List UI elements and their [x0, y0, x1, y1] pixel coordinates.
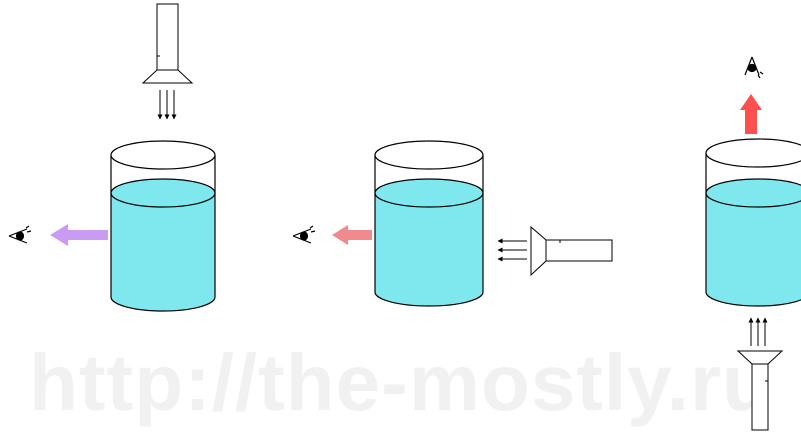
beaker-rim-left [110, 140, 216, 170]
liquid-surface-middle [374, 178, 484, 208]
flashlight-right [530, 225, 613, 277]
left-panel [8, 3, 216, 312]
eye-middle-icon [292, 225, 316, 244]
beaker-left [110, 140, 216, 312]
beaker-rim-middle [374, 140, 484, 170]
right-panel [705, 56, 801, 431]
eye-left-icon [8, 225, 32, 244]
liquid-surface-left [110, 178, 216, 208]
watermark-text: http://the-mostly.ru [29, 338, 772, 427]
eye-top-icon [744, 56, 764, 79]
beaker-right [705, 138, 801, 307]
flashlight-top [141, 3, 194, 84]
scattered-arrow-middle [332, 225, 372, 245]
liquid-surface-right [705, 178, 801, 208]
light-rays-down [157, 90, 177, 120]
scattered-arrow-left [50, 224, 108, 246]
light-rays-up [748, 317, 768, 346]
light-rays-left [497, 238, 527, 262]
flashlight-bottom [736, 350, 784, 431]
scattered-arrow-right [740, 94, 762, 134]
liquid-left [111, 193, 215, 311]
beaker-middle [374, 140, 484, 307]
beaker-rim-right [705, 138, 801, 168]
middle-panel [292, 140, 613, 307]
